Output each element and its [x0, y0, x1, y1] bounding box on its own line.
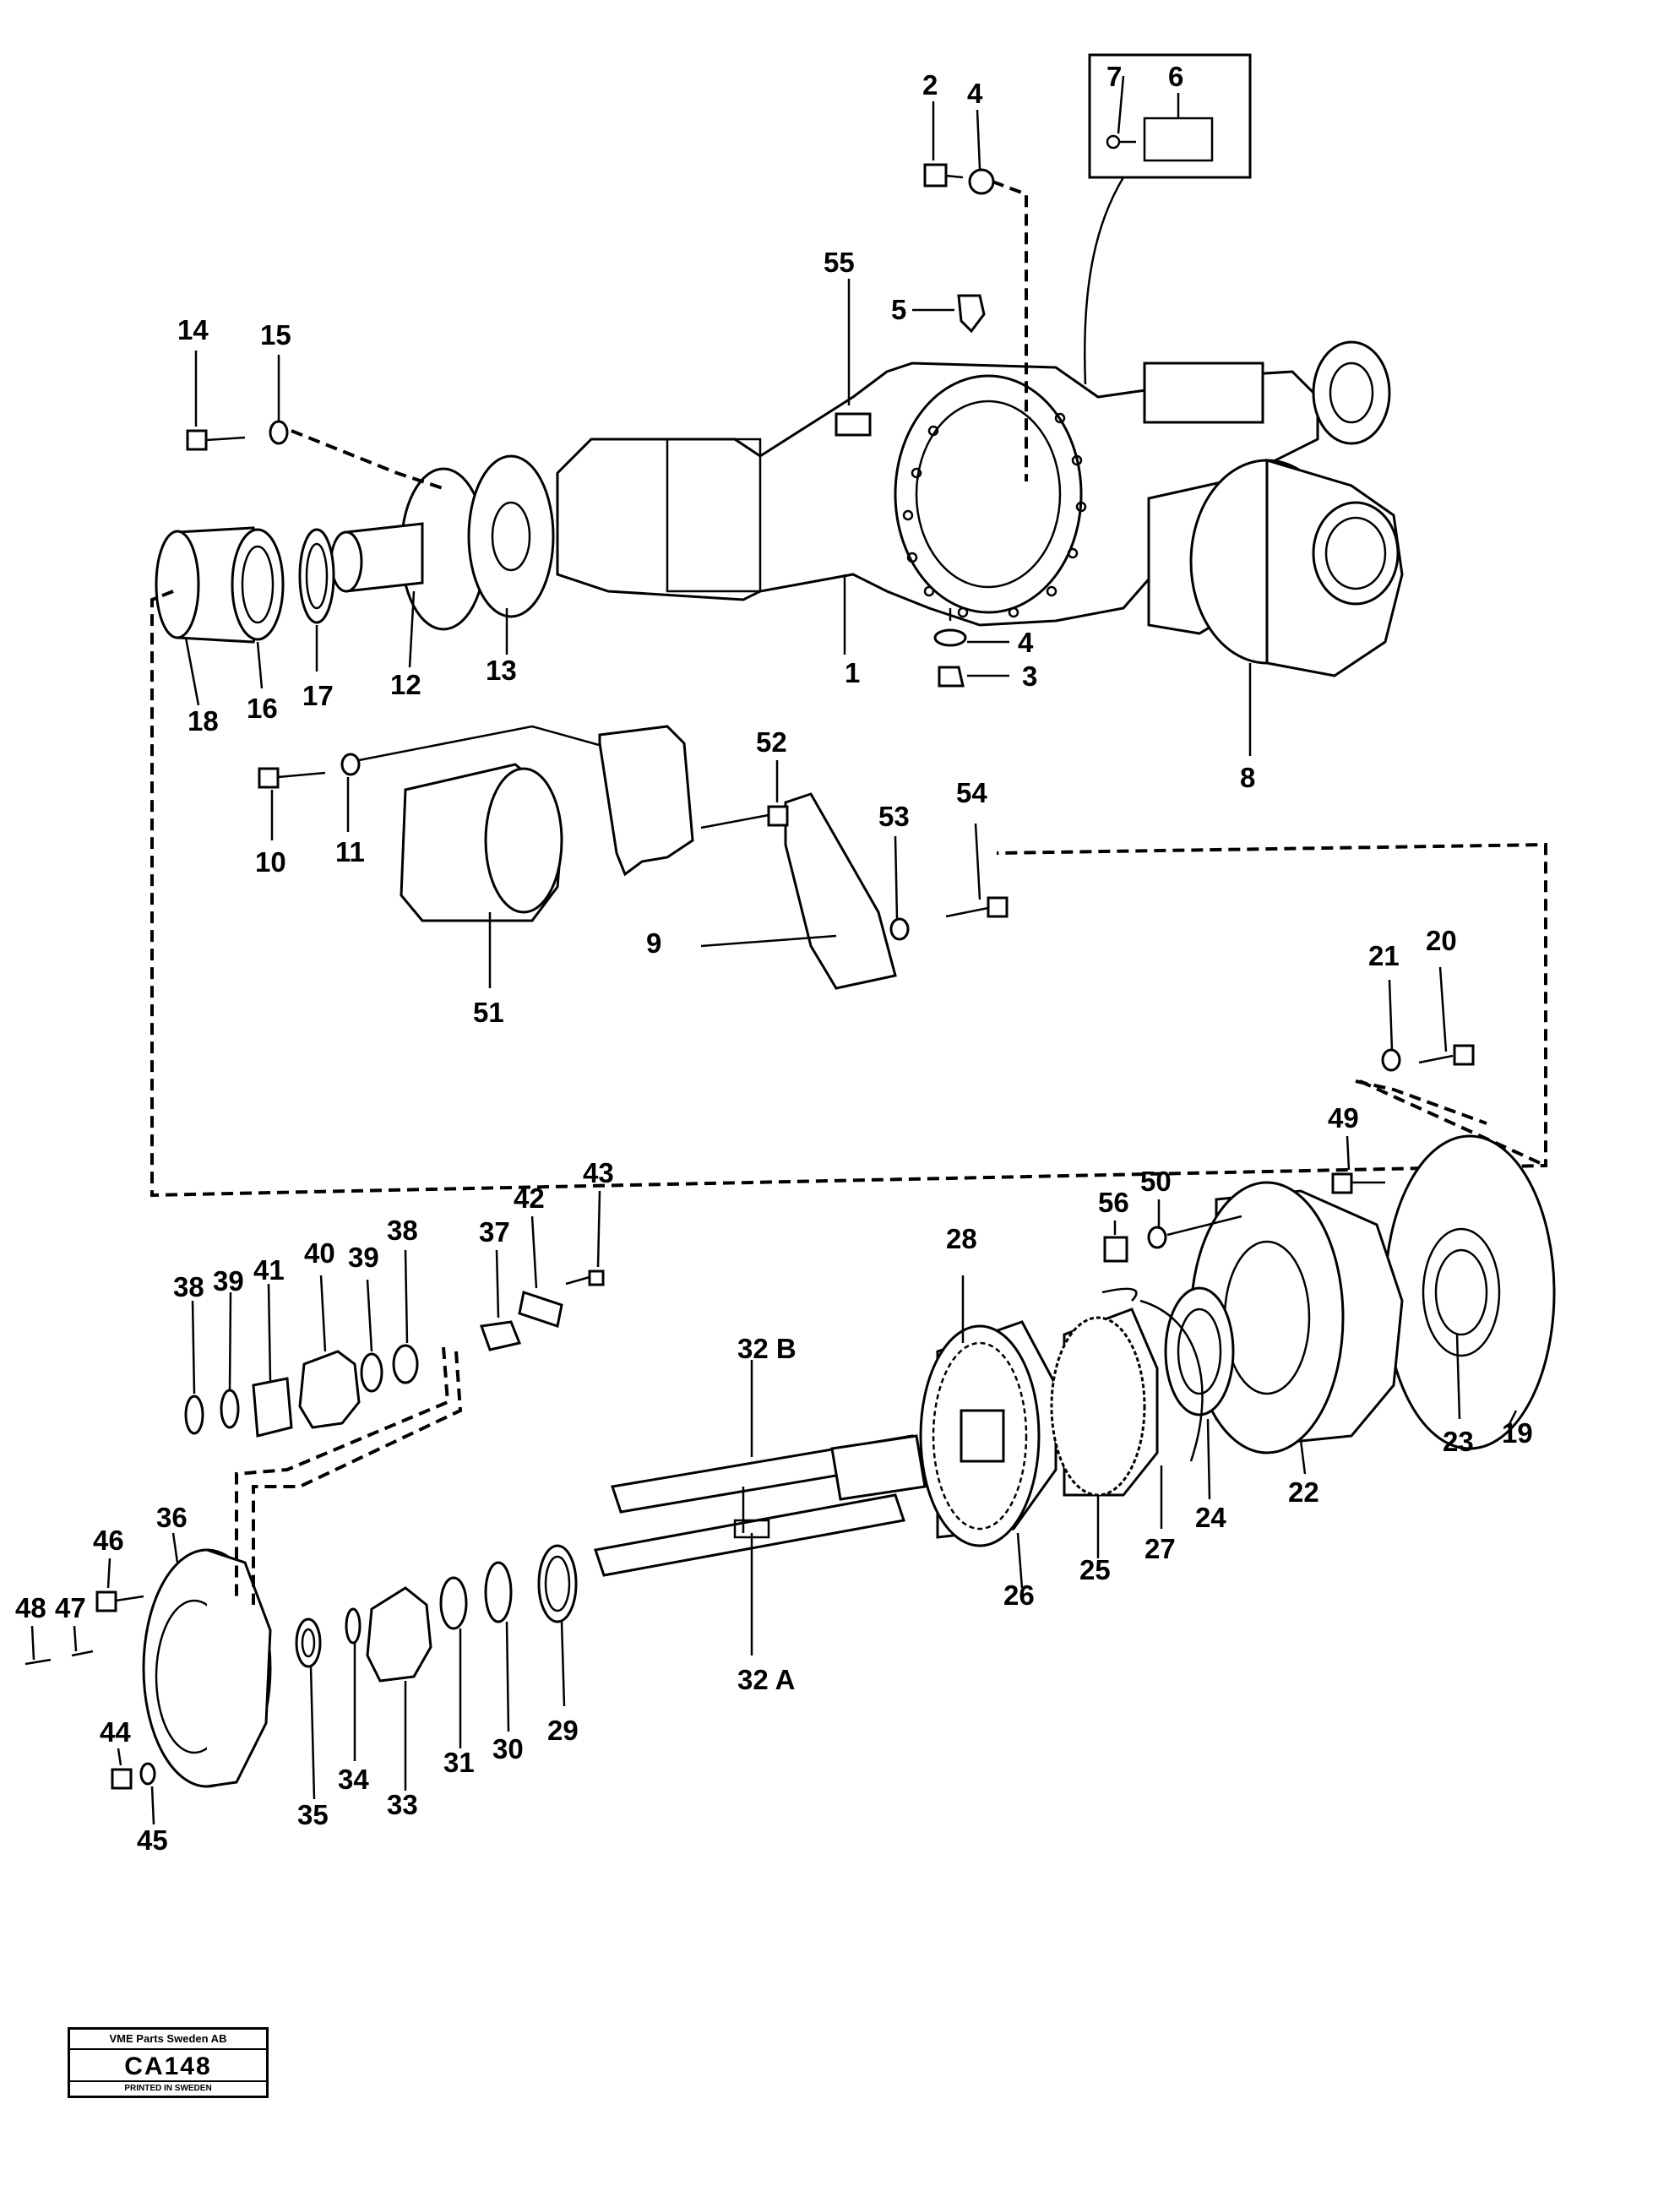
callout-34: 34 — [338, 1764, 369, 1795]
callout-23: 23 — [1443, 1426, 1474, 1457]
planet-gear-group — [184, 1190, 605, 1605]
callout-55: 55 — [824, 247, 855, 278]
title-block: VME Parts Sweden AB CA148 PRINTED IN SWE… — [68, 2027, 269, 2098]
callout-4b: 4 — [1018, 627, 1034, 658]
company-name: VME Parts Sweden AB — [70, 2030, 266, 2050]
printed-note: PRINTED IN SWEDEN — [70, 2080, 266, 2096]
end-cover — [24, 1532, 272, 1825]
callout-9: 9 — [646, 927, 661, 959]
callout-7: 7 — [1106, 61, 1122, 92]
callout-50: 50 — [1140, 1166, 1172, 1197]
callout-54: 54 — [956, 777, 987, 808]
shafts — [594, 1360, 927, 1656]
bolt-20-21 — [1355, 966, 1487, 1125]
callout-13: 13 — [486, 655, 517, 686]
callout-30: 30 — [492, 1733, 524, 1764]
callout-40: 40 — [304, 1237, 335, 1269]
callout-10: 10 — [255, 846, 286, 878]
diagram-code: CA148 — [124, 2052, 212, 2080]
bolts-top — [186, 101, 1028, 688]
callout-15: 15 — [260, 319, 291, 351]
callout-33: 33 — [387, 1789, 418, 1820]
callout-36: 36 — [156, 1502, 188, 1533]
callout-42: 42 — [514, 1183, 545, 1214]
callout-52: 52 — [756, 726, 787, 758]
callout-28: 28 — [946, 1223, 977, 1254]
callout-12: 12 — [390, 669, 421, 700]
callout-37: 37 — [479, 1216, 510, 1248]
callout-2: 2 — [922, 69, 938, 101]
brake-assembly — [258, 725, 1009, 990]
callout-45: 45 — [137, 1824, 168, 1856]
callout-25: 25 — [1079, 1554, 1111, 1585]
callout-48: 48 — [15, 1592, 46, 1623]
callout-29: 29 — [547, 1715, 579, 1746]
callout-31: 31 — [443, 1747, 475, 1778]
axle-housing — [556, 340, 1391, 655]
callout-11: 11 — [335, 836, 365, 867]
callout-22: 22 — [1288, 1476, 1319, 1508]
callout-49: 49 — [1328, 1102, 1359, 1134]
callout-1: 1 — [845, 657, 860, 688]
callout-26: 26 — [1003, 1579, 1035, 1611]
inset-box — [1083, 53, 1252, 385]
callout-46: 46 — [93, 1525, 124, 1556]
callout-38b: 38 — [387, 1215, 418, 1246]
callout-14: 14 — [177, 314, 209, 345]
callout-24: 24 — [1195, 1502, 1226, 1533]
left-spindle — [329, 454, 555, 668]
callout-labels: 1 2 3 4 4 5 6 7 8 9 10 11 12 13 14 15 16… — [15, 61, 1533, 1856]
callout-21: 21 — [1368, 940, 1400, 971]
callout-8: 8 — [1240, 762, 1255, 793]
callout-39b: 39 — [348, 1242, 379, 1273]
callout-17: 17 — [302, 680, 334, 711]
dashed-link — [150, 590, 1547, 1198]
ring-gears — [919, 1275, 1204, 1589]
callout-35: 35 — [297, 1799, 329, 1830]
callout-51: 51 — [473, 997, 504, 1028]
callout-5: 5 — [891, 294, 906, 325]
callout-32a: 32 A — [737, 1664, 795, 1695]
callout-39a: 39 — [213, 1265, 244, 1297]
hub-assembly — [1103, 1134, 1556, 1500]
callout-20: 20 — [1426, 925, 1457, 956]
callout-6: 6 — [1168, 61, 1183, 92]
callout-41: 41 — [253, 1254, 285, 1286]
callout-38a: 38 — [173, 1271, 204, 1302]
callout-56: 56 — [1098, 1187, 1129, 1218]
callout-32b: 32 B — [737, 1333, 797, 1364]
callout-27: 27 — [1144, 1533, 1176, 1564]
callout-53: 53 — [878, 801, 910, 832]
planet-gear-set — [295, 1544, 578, 1800]
callout-16: 16 — [247, 693, 278, 724]
bearings-left — [155, 526, 335, 706]
callout-43: 43 — [583, 1157, 614, 1188]
callout-18: 18 — [188, 705, 219, 737]
callout-44: 44 — [100, 1716, 131, 1748]
callout-47: 47 — [55, 1592, 86, 1623]
callout-3: 3 — [1022, 661, 1037, 692]
callout-19: 19 — [1502, 1417, 1533, 1449]
callout-4a: 4 — [967, 78, 983, 109]
differential-housing — [1147, 458, 1404, 756]
